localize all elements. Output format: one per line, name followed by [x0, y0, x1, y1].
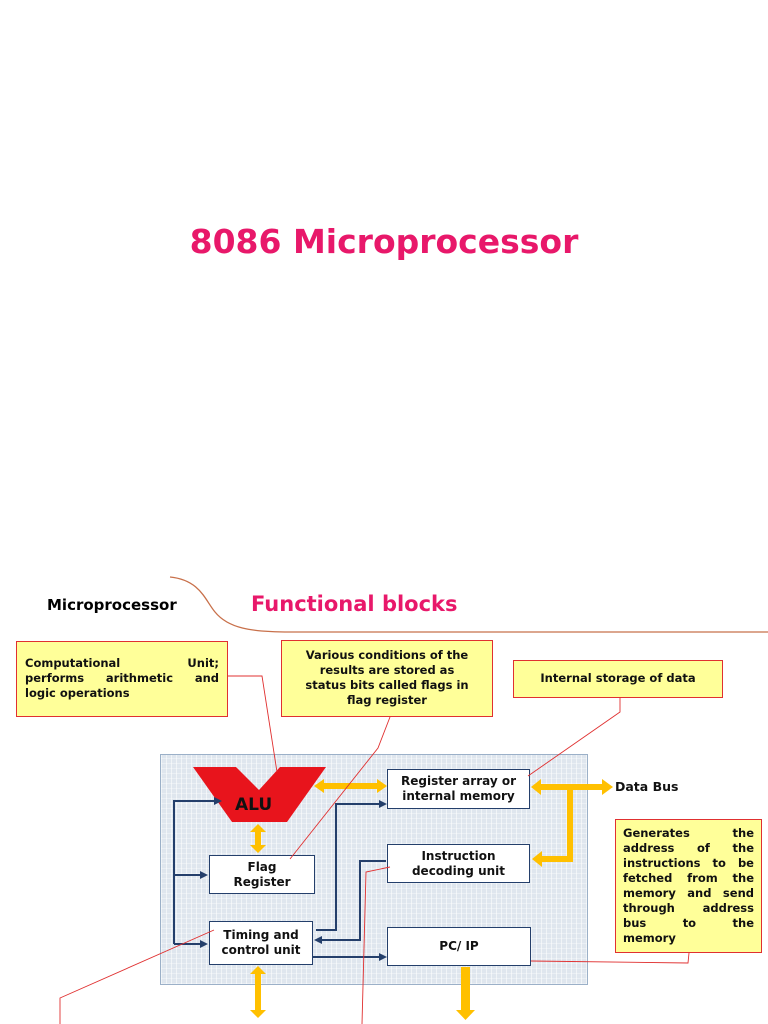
block-register-array: Register array or internal memory — [387, 769, 530, 809]
callout-line: instructions to be — [623, 856, 754, 870]
callout-flags: Various conditions of the results are st… — [281, 640, 493, 717]
block-label: control unit — [221, 943, 301, 957]
callout-line: bus to the — [623, 916, 754, 930]
data-bus-label: Data Bus — [615, 779, 679, 794]
callout-line: fetched from the — [623, 871, 754, 885]
block-label: Register array or — [400, 774, 517, 788]
header-functional-blocks: Functional blocks — [251, 592, 458, 616]
callout-computational-unit: Computational Unit; performs arithmetic … — [16, 641, 228, 717]
callout-line: status bits called flags in — [305, 678, 469, 692]
block-label: PC/ IP — [439, 939, 479, 953]
callout-internal-storage: Internal storage of data — [513, 660, 723, 698]
block-instruction-decoding: Instruction decoding unit — [387, 844, 530, 883]
callout-line: performs arithmetic and — [25, 671, 219, 685]
callout-line: Various conditions of the — [305, 648, 469, 662]
block-timing-control: Timing and control unit — [209, 921, 313, 965]
callout-line: Generates the — [623, 826, 754, 840]
block-label: internal memory — [402, 789, 515, 803]
block-label: Instruction — [421, 848, 496, 863]
callout-line: memory — [623, 931, 676, 945]
callout-line: results are stored as — [319, 663, 455, 677]
callout-line: logic operations — [25, 686, 130, 700]
block-label: Register — [233, 874, 291, 889]
callout-address: Generates the address of the instruction… — [615, 819, 762, 953]
callout-line: flag register — [347, 693, 427, 707]
block-flag-register: Flag Register — [209, 855, 315, 894]
callout-line: through address — [623, 901, 754, 915]
alu-label: ALU — [235, 795, 273, 815]
callout-line: Computational Unit; — [25, 656, 219, 670]
callout-line: address of the — [623, 841, 754, 855]
block-label: Flag — [247, 859, 277, 874]
callout-line: Internal storage of data — [540, 671, 696, 685]
block-pc-ip: PC/ IP — [387, 927, 531, 966]
callout-line: memory and send — [623, 886, 754, 900]
block-label: Timing and — [223, 928, 299, 942]
header-microprocessor: Microprocessor — [47, 596, 177, 614]
page-title: 8086 Microprocessor — [189, 222, 579, 261]
block-label: decoding unit — [411, 863, 506, 878]
